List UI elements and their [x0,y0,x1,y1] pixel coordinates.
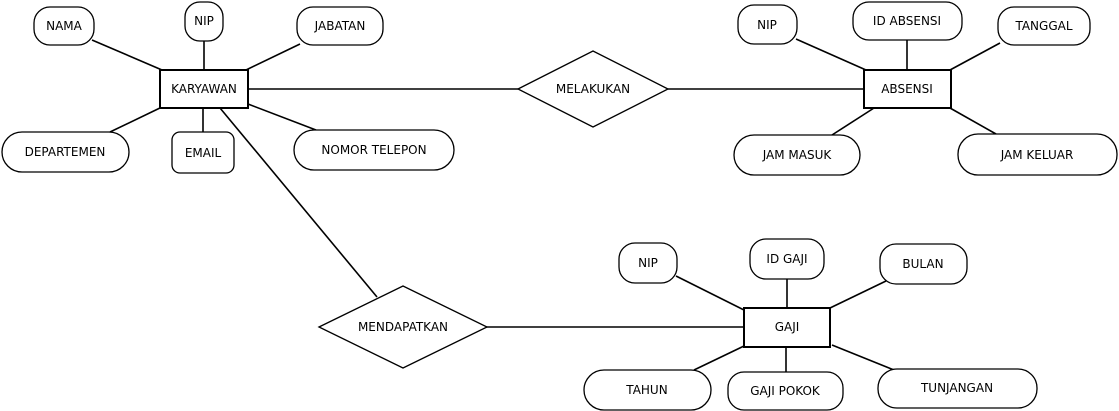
attribute-gaji-id-gaji-shape [749,238,825,280]
attribute-absensi-jam-masuk[interactable]: JAM MASUK [733,134,861,176]
attribute-karyawan-jabatan-shape [296,6,384,46]
relationship-melakukan-label: MELAKUKAN [556,82,630,96]
attribute-karyawan-nip[interactable]: NIP [184,1,224,42]
attribute-karyawan-nomor-telepon-label: NOMOR TELEPON [321,143,426,157]
attribute-gaji-nip-label: NIP [638,256,658,270]
relationship-melakukan[interactable]: MELAKUKAN [516,50,670,128]
attribute-absensi-nip-label: NIP [757,18,777,32]
attribute-karyawan-email-shape [171,131,235,174]
attribute-absensi-nip[interactable]: NIP [737,4,798,45]
link-karyawan-jabatan [245,43,301,71]
link-karyawan-mendapatkan [219,107,378,298]
attribute-gaji-nip-shape [618,242,678,284]
connectors [91,38,1001,375]
relationship-mendapatkan-diamond [317,285,489,369]
attribute-karyawan-email-label: EMAIL [185,146,222,160]
attribute-karyawan-jabatan-label: JABATAN [314,19,366,33]
attribute-karyawan-nama-shape [33,6,95,46]
attribute-karyawan-nama-label: NAMA [46,19,83,33]
entity-absensi[interactable]: ABSENSI [863,69,952,109]
attribute-gaji-gaji-pokok[interactable]: GAJI POKOK [727,371,844,411]
link-karyawan-departemen [109,106,163,133]
attribute-gaji-nip[interactable]: NIP [618,242,678,284]
relationship-melakukan-diamond [516,50,670,128]
attribute-gaji-tahun-shape [583,369,712,411]
attribute-absensi-id-absensi[interactable]: ID ABSENSI [852,1,963,41]
attribute-karyawan-jabatan[interactable]: JABATAN [296,6,384,46]
attribute-gaji-gaji-pokok-shape [727,371,844,411]
entity-gaji-box [743,307,831,348]
attribute-gaji-tunjangan[interactable]: TUNJANGAN [877,368,1038,409]
link-gaji-tahun [693,345,745,371]
attribute-absensi-id-absensi-shape [852,1,963,41]
attribute-gaji-tunjangan-shape [877,368,1038,409]
attribute-karyawan-nomor-telepon-shape [293,129,455,171]
attribute-karyawan-nama[interactable]: NAMA [33,6,95,46]
attribute-gaji-tahun[interactable]: TAHUN [583,369,712,411]
attribute-absensi-jam-masuk-label: JAM MASUK [762,148,833,162]
link-absensi-nip [795,38,867,71]
entity-gaji-label: GAJI [775,320,800,334]
attribute-gaji-tahun-label: TAHUN [625,383,667,397]
attribute-gaji-id-gaji[interactable]: ID GAJI [749,238,825,280]
link-karyawan-nama [91,39,163,71]
attribute-karyawan-email[interactable]: EMAIL [171,131,235,174]
attribute-karyawan-nip-shape [184,1,224,42]
attribute-gaji-gaji-pokok-label: GAJI POKOK [750,384,821,398]
entity-gaji[interactable]: GAJI [743,307,831,348]
attribute-karyawan-departemen[interactable]: DEPARTEMEN [1,131,130,173]
attribute-gaji-bulan-label: BULAN [902,257,943,271]
attribute-gaji-tunjangan-label: TUNJANGAN [920,381,993,395]
attribute-absensi-jam-keluar[interactable]: JAM KELUAR [957,133,1118,176]
attribute-karyawan-departemen-shape [1,131,130,173]
link-absensi-tanggal [949,42,1001,71]
entity-absensi-box [863,69,952,109]
entity-karyawan[interactable]: KARYAWAN [159,69,249,109]
entity-absensi-label: ABSENSI [881,82,933,96]
attribute-absensi-id-absensi-label: ID ABSENSI [873,14,941,28]
attribute-karyawan-nomor-telepon[interactable]: NOMOR TELEPON [293,129,455,171]
relationship-mendapatkan-label: MENDAPATKAN [358,320,448,334]
entity-karyawan-label: KARYAWAN [171,82,237,96]
relationship-mendapatkan[interactable]: MENDAPATKAN [317,285,489,369]
attribute-gaji-bulan[interactable]: BULAN [879,243,968,285]
link-gaji-bulan [829,280,887,309]
entity-karyawan-box [159,69,249,109]
attribute-absensi-tanggal-shape [997,6,1091,46]
attribute-absensi-jam-masuk-shape [733,134,861,176]
attribute-gaji-bulan-shape [879,243,968,285]
link-absensi-jam-masuk [831,107,875,136]
attribute-absensi-nip-shape [737,4,798,45]
attribute-gaji-id-gaji-label: ID GAJI [766,252,807,266]
attribute-absensi-jam-keluar-label: JAM KELUAR [1000,148,1074,162]
attribute-karyawan-departemen-label: DEPARTEMEN [25,145,106,159]
link-gaji-nip [675,275,745,311]
link-absensi-jam-keluar [949,107,997,135]
attribute-absensi-tanggal-label: TANGGAL [1014,19,1072,33]
link-karyawan-nomor-telepon [247,103,317,131]
attribute-absensi-jam-keluar-shape [957,133,1118,176]
attribute-karyawan-nip-label: NIP [194,14,214,28]
attribute-absensi-tanggal[interactable]: TANGGAL [997,6,1091,46]
